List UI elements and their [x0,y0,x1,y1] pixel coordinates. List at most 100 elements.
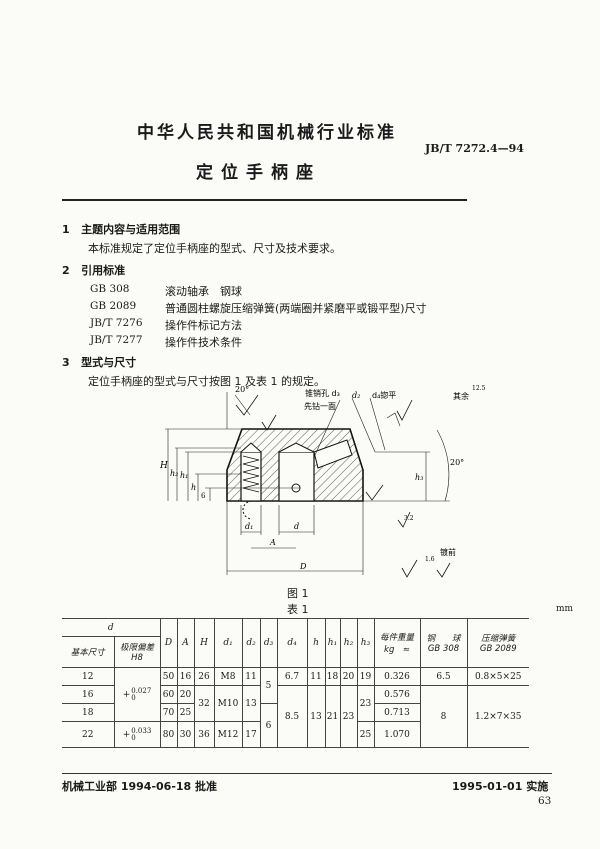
part-section [226,428,364,520]
label-roughness-3.2: 3.2 [404,515,414,522]
label-d2: d₂ [352,391,360,400]
cell-weight: 1.070 [373,721,421,748]
label-A: A [269,538,276,547]
label-d1: d₁ [245,522,253,531]
cell-basic: 12 [62,667,115,686]
cell-D: 80 [159,721,178,748]
standard-code: JB/T 7272.4—94 [425,142,524,155]
header-h1: h₁ [324,618,341,668]
header-h3: h₃ [356,618,375,668]
ref-name: 操作件技术条件 [165,336,242,349]
label-rest-roughness: 12.5 [472,385,486,392]
cell-d3: 5 [259,667,278,704]
cell-weight: 0.326 [373,667,421,686]
cell-h3: 25 [356,721,375,748]
section-2-heading: 2 引用标准 [62,264,126,277]
label-angle-right: 20° [450,458,464,467]
cell-d2: 13 [241,685,261,722]
cell-weight: 0.713 [373,703,421,722]
effective-note: 1995-01-01 实施 [452,780,549,793]
cell-basic: 16 [62,685,115,704]
label-d4-spotface: d₄锪平 [372,390,396,400]
dimension-lines [165,392,450,575]
cell-d2: 17 [241,721,261,748]
label-h: h [191,483,196,492]
header-d1: d₁ [213,618,243,668]
cell-H: 26 [193,667,215,686]
header-rule [62,199,467,201]
document-title: 定位手柄座 [196,163,321,183]
header-d4: d₄ [276,618,308,668]
standard-body: 中华人民共和国机械行业标准 [137,123,397,143]
label-h2: h₂ [170,469,178,478]
cell-D: 60 [159,685,178,704]
cell-A: 16 [176,667,195,686]
cell-d4: 8.5 [276,685,308,748]
section-1-body: 本标准规定了定位手柄座的型式、尺寸及技术要求。 [88,242,341,255]
cell-h2: 23 [339,685,358,748]
label-d: d [294,522,299,531]
table-row: 18 70 25 6 0.713 [62,703,529,748]
cell-A: 25 [176,703,195,722]
table-caption: 表 1 [287,603,309,616]
ref-code: JB/T 7276 [90,317,143,329]
cell-d4: 6.7 [276,667,308,686]
footer-rule [62,773,552,774]
section-3-body: 定位手柄座的型式与尺寸按图 1 及表 1 的规定。 [88,375,325,388]
cell-h2: 20 [339,667,358,686]
cell-weight: 0.576 [373,685,421,704]
section-1-heading: 1 主题内容与适用范围 [62,223,181,236]
label-plating-note: 镀前 [440,547,456,557]
cell-spring: 1.2×7×35 [466,685,529,748]
label-roughness-1.6: 1.6 [425,556,435,563]
cell-h3: 19 [356,667,375,686]
cell-d3: 6 [259,703,278,748]
header-d2: d₂ [241,618,261,668]
section-3-heading: 3 型式与尺寸 [62,356,137,369]
cell-d1: M10 [213,685,243,722]
approval-note: 机械工业部 1994-06-18 批准 [62,780,218,793]
cell-h1: 18 [324,667,341,686]
header-d3: d₃ [259,618,278,668]
label-D: D [299,562,307,571]
cell-h: 13 [306,685,326,748]
cell-A: 30 [176,721,195,748]
table-unit: mm [556,604,574,614]
cell-spring: 0.8×5×25 [466,667,529,686]
header-D: D [159,618,178,668]
label-six: 6 [201,492,206,500]
cell-basic: 18 [62,703,115,722]
label-H: H [159,461,168,471]
cell-d1: M12 [213,721,243,748]
header-basic-size: 基本尺寸 [62,636,115,668]
cell-D: 70 [159,703,178,722]
cell-d2: 11 [241,667,261,686]
label-angle-top: 20° [235,385,249,394]
header-A: A [176,618,195,668]
cell-D: 50 [159,667,178,686]
cell-H: 36 [193,721,215,748]
cell-d1: M8 [213,667,243,686]
header-H: H [193,618,215,668]
ref-name: 滚动轴承 钢球 [165,285,242,298]
figure-caption: 图 1 [287,587,309,600]
label-taper-hole: 锥销孔 d₃ [305,388,340,398]
ref-code: JB/T 7277 [90,334,143,346]
page-number: 63 [538,795,552,807]
cell-h3: 23 [356,685,375,722]
cell-ball: 8 [419,685,468,748]
cell-h1: 21 [324,685,341,748]
header-h: h [306,618,326,668]
ref-code: GB 2089 [90,300,137,312]
